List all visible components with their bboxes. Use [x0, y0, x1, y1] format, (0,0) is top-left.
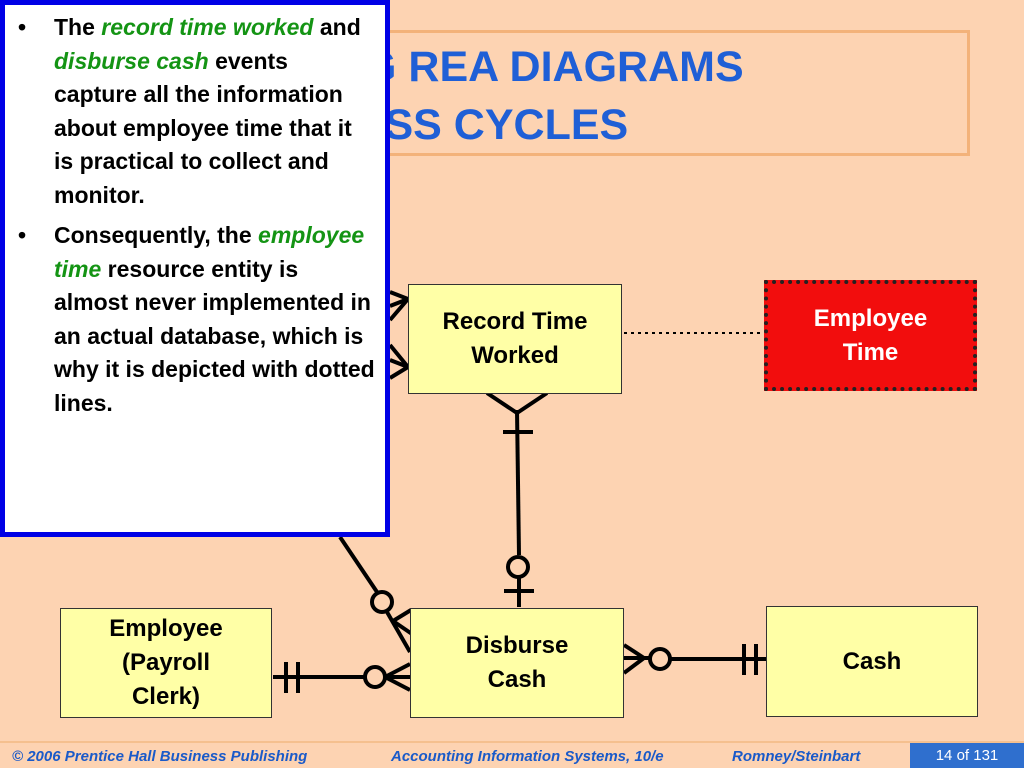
- emphasis-employee-time: employee time: [54, 222, 365, 282]
- bullet-text: resource entity is almost never implemen…: [54, 255, 375, 416]
- diagonal-connector: [338, 535, 414, 653]
- callout-bullet-list: • The record time worked and disburse ca…: [17, 11, 375, 420]
- entity-label: Disburse Cash: [465, 632, 569, 693]
- footer-authors: Romney/Steinbart: [732, 748, 861, 765]
- entity-label: Employee (Payroll Clerk): [109, 615, 223, 710]
- explanation-callout: • The record time worked and disburse ca…: [0, 0, 390, 537]
- clerk-disburse-connector: [273, 662, 411, 693]
- entity-label: Cash: [842, 647, 902, 675]
- callout-bullet-2: • Consequently, the employee time resour…: [17, 219, 375, 420]
- slide-footer: © 2006 Prentice Hall Business Publishing…: [0, 741, 1024, 768]
- footer-copyright: © 2006 Prentice Hall Business Publishing: [12, 748, 308, 765]
- callout-bullet-1: • The record time worked and disburse ca…: [17, 11, 375, 212]
- entity-cash: Cash: [766, 606, 978, 717]
- entity-label: Record Time Worked: [442, 308, 588, 369]
- bullet-marker: •: [18, 222, 27, 248]
- emphasis-record-time-worked: record time worked: [101, 14, 314, 40]
- entity-employee-payroll-clerk: Employee (Payroll Clerk): [60, 608, 272, 718]
- disburse-cash-connector: [622, 643, 766, 675]
- entity-employee-time: Employee Time: [764, 280, 977, 391]
- rtw-disburse-connector: [485, 391, 549, 607]
- bullet-text: The: [54, 14, 102, 40]
- bullet-text: Consequently, the: [54, 222, 259, 248]
- page-number-badge: 14 of 131: [910, 743, 1024, 768]
- entity-disburse-cash: Disburse Cash: [410, 608, 624, 718]
- emphasis-disburse-cash: disburse cash: [54, 47, 209, 74]
- footer-book-title: Accounting Information Systems, 10/e: [391, 748, 664, 765]
- crows-foot-left-top: [388, 290, 410, 322]
- entity-record-time-worked: Record Time Worked: [408, 284, 622, 394]
- crows-foot-left-bottom: [388, 343, 410, 380]
- bullet-marker: •: [18, 14, 27, 40]
- entity-label: Employee Time: [813, 304, 928, 366]
- bullet-text: and: [313, 14, 361, 40]
- bullet-text: events capture all the information about…: [54, 47, 352, 208]
